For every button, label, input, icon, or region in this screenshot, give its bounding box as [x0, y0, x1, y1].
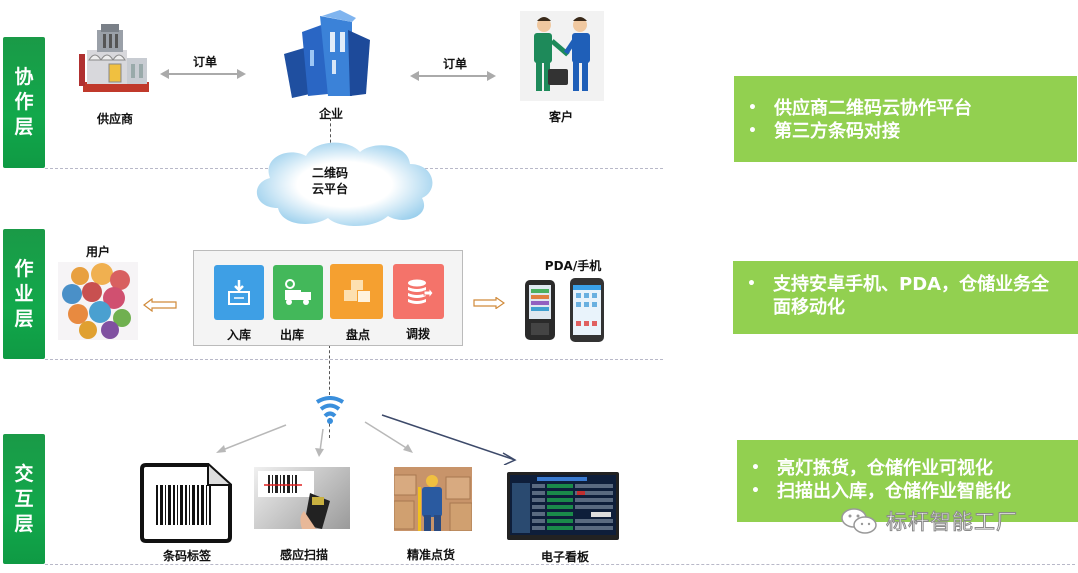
- connector-line: [330, 118, 331, 148]
- customer-label: 客户: [548, 110, 573, 124]
- wechat-icon: [841, 508, 877, 534]
- bullet-icon: •: [747, 276, 756, 292]
- layer-tab-interaction: 交 互 层: [3, 434, 45, 564]
- feature-text: 第三方条码对接: [774, 121, 900, 142]
- connector-line: [329, 345, 330, 395]
- app-label: 盘点: [345, 328, 370, 342]
- wireless-signal-icon: [315, 396, 345, 424]
- interaction-item-label: 感应扫描: [279, 548, 328, 562]
- cloud-label-line: 二维码: [311, 166, 348, 180]
- layer-char: 交: [14, 462, 34, 485]
- layer-char: 层: [14, 116, 34, 138]
- layer-char: 作: [14, 257, 34, 280]
- cloud-icon: [256, 142, 433, 226]
- app-label: 入库: [226, 328, 251, 342]
- feature-box-operation: • 支持安卓手机、PDA，仓储业务全面移动化: [733, 261, 1078, 334]
- app-label: 调拨: [405, 327, 430, 341]
- barcode-label-icon: [138, 461, 232, 543]
- app-tile-stocktake[interactable]: [330, 264, 383, 319]
- pda-device-icon: [523, 279, 559, 341]
- bullet-icon: •: [748, 123, 757, 139]
- interaction-item-label: 精准点货: [406, 548, 455, 562]
- handshake-icon: [520, 11, 604, 101]
- interaction-item-label: 条码标签: [162, 549, 211, 563]
- device-label: PDA/手机: [544, 259, 602, 273]
- interaction-item-label: 电子看板: [540, 550, 589, 564]
- forklift-truck-icon: [285, 278, 311, 305]
- layer-tab-collaboration: 协 作 层: [3, 37, 45, 168]
- enterprise-building-icon: [282, 10, 378, 98]
- feature-text: 亮灯拣货，仓储作业可视化: [777, 458, 993, 479]
- feature-bullet: • 支持安卓手机、PDA，仓储业务全面移动化: [747, 273, 1058, 319]
- signal-arrows: [216, 414, 517, 465]
- hollow-arrow-left-icon: [143, 298, 177, 312]
- feature-box-interaction: • 亮灯拣货，仓储作业可视化 • 扫描出入库，仓储作业智能化: [737, 440, 1078, 522]
- user-label: 用户: [85, 245, 110, 259]
- smartphone-icon: [569, 277, 607, 343]
- bullet-icon: •: [751, 483, 760, 499]
- app-tile-outbound[interactable]: [273, 265, 323, 320]
- feature-bullet: • 供应商二维码云协作平台: [748, 97, 1077, 120]
- factory-icon: [75, 20, 155, 98]
- layer-char: 业: [14, 282, 34, 305]
- layer-tab-operation: 作 业 层: [3, 229, 45, 359]
- enterprise-label: 企业: [318, 107, 343, 121]
- supplier-label: 供应商: [96, 112, 133, 126]
- layer-divider: [45, 359, 663, 360]
- inbox-download-icon: [228, 279, 250, 305]
- app-tile-transfer[interactable]: [393, 264, 444, 319]
- bullet-icon: •: [751, 460, 760, 476]
- boxes-icon: [343, 279, 370, 302]
- feature-box-collaboration: • 供应商二维码云协作平台 • 第三方条码对接: [734, 76, 1077, 162]
- order-label: 订单: [192, 55, 217, 69]
- layer-char: 作: [14, 91, 34, 113]
- app-label: 出库: [279, 328, 304, 342]
- cloud-platform-label: 二维码 云平台: [300, 165, 360, 197]
- layer-divider: [45, 564, 1075, 565]
- layer-char: 协: [14, 66, 34, 88]
- hollow-arrow-right-icon: [473, 297, 505, 309]
- feature-bullet: • 亮灯拣货，仓储作业可视化: [751, 457, 1078, 480]
- feature-bullet: • 扫描出入库，仓储作业智能化: [751, 480, 1078, 503]
- feature-text: 供应商二维码云协作平台: [774, 98, 972, 119]
- barcode-scanner-icon: [254, 467, 350, 529]
- feature-text: 扫描出入库，仓储作业智能化: [777, 481, 1011, 502]
- watermark: 标杆智能工厂: [840, 506, 1018, 536]
- app-tile-inbound[interactable]: [214, 265, 264, 320]
- order-label: 订单: [442, 57, 467, 71]
- bullet-icon: •: [748, 100, 757, 116]
- watermark-text: 标杆智能工厂: [886, 510, 1018, 535]
- cloud-label-line: 云平台: [311, 182, 348, 196]
- electronic-board-icon: [507, 472, 619, 540]
- bidirectional-arrow-icon: [410, 71, 496, 81]
- connector-line: [329, 418, 330, 438]
- bidirectional-arrow-icon: [160, 69, 246, 79]
- warehouse-worker-icon: [394, 467, 472, 531]
- feature-text: 支持安卓手机、PDA，仓储业务全面移动化: [773, 274, 1050, 318]
- database-transfer-icon: [407, 279, 434, 304]
- layer-char: 互: [14, 487, 34, 510]
- layer-char: 层: [14, 512, 34, 535]
- users-group-icon: [58, 262, 138, 340]
- feature-bullet: • 第三方条码对接: [748, 120, 1077, 143]
- layer-char: 层: [14, 307, 34, 330]
